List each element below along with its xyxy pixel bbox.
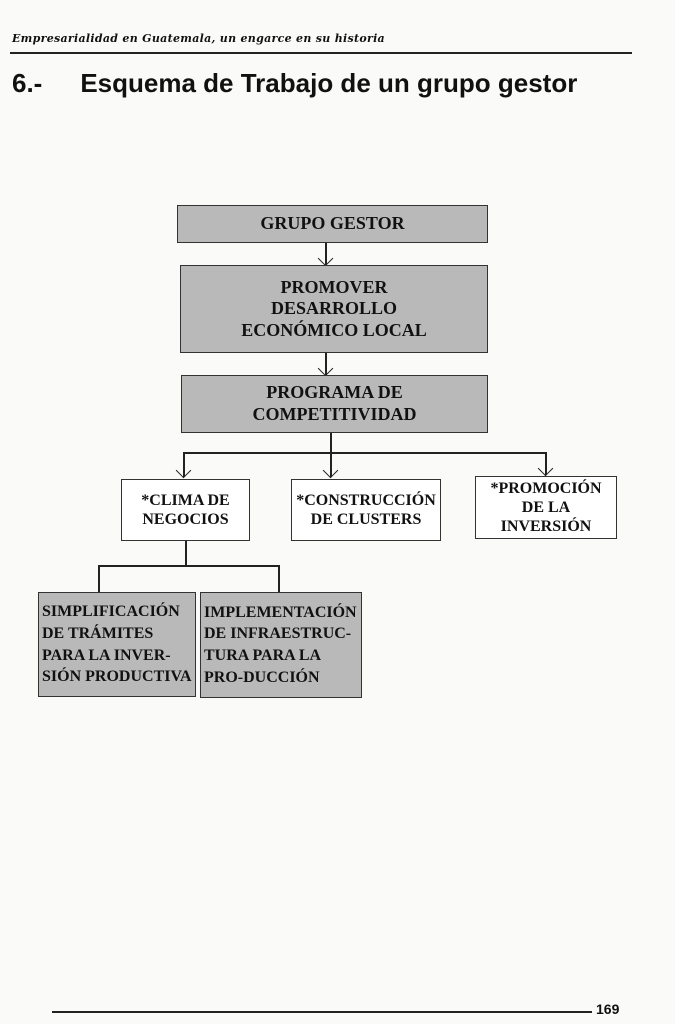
arrow-down-icon xyxy=(317,360,334,377)
arrow-down-icon xyxy=(537,460,554,477)
connector xyxy=(545,452,547,475)
box-promover: PROMOVER DESARROLLO ECONÓMICO LOCAL xyxy=(180,265,488,353)
connector xyxy=(98,565,100,592)
section-title: 6.- Esquema de Trabajo de un grupo gestor xyxy=(12,68,577,99)
box-grupo-gestor: GRUPO GESTOR xyxy=(177,205,488,243)
arrow-down-icon xyxy=(317,250,334,267)
footer-rule xyxy=(52,1011,592,1013)
connector xyxy=(278,565,280,592)
box-construccion-clusters: *CONSTRUCCIÓN DE CLUSTERS xyxy=(291,479,441,541)
running-header: Empresarialidad en Guatemala, un engarce… xyxy=(12,32,385,45)
connector xyxy=(183,452,546,454)
box-implementacion-infraestructura: IMPLEMENTACIÓN DE INFRAESTRUC-TURA PARA … xyxy=(200,592,362,698)
box-simplificacion-tramites: SIMPLIFICACIÓN DE TRÁMITES PARA LA INVER… xyxy=(38,592,196,697)
arrow-down-icon xyxy=(175,462,192,479)
box-promocion-inversion: *PROMOCIÓN DE LA INVERSIÓN xyxy=(475,476,617,539)
connector xyxy=(185,541,187,566)
connector xyxy=(325,353,327,375)
box-clima-negocios: *CLIMA DE NEGOCIOS xyxy=(121,479,250,541)
arrow-down-icon xyxy=(322,462,339,479)
connector xyxy=(330,433,332,453)
section-number: 6.- xyxy=(12,68,43,98)
connector xyxy=(98,565,279,567)
connector xyxy=(183,452,185,477)
connector xyxy=(330,452,332,477)
box-programa: PROGRAMA DE COMPETITIVIDAD xyxy=(181,375,488,433)
page-number: 169 xyxy=(596,1001,620,1017)
section-title-text: Esquema de Trabajo de un grupo gestor xyxy=(80,68,578,98)
header-rule xyxy=(10,52,632,54)
connector xyxy=(325,243,327,265)
